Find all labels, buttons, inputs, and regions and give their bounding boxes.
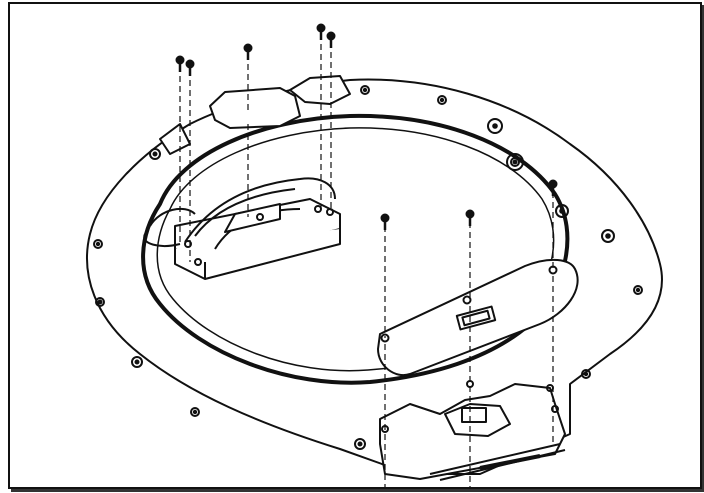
screw-icon (380, 213, 390, 230)
cover-plate (377, 258, 579, 377)
screw-icon (465, 209, 475, 226)
screw-group (175, 23, 558, 230)
mounting-ring (86, 75, 663, 475)
screw-icon (243, 43, 253, 60)
exploded-assembly-drawing (86, 23, 663, 487)
screw-icon (326, 31, 336, 48)
screw-icon (175, 55, 185, 72)
diagram-frame (8, 2, 702, 489)
assembly-guide-lines (179, 34, 554, 487)
screw-icon (316, 23, 326, 40)
screw-icon (185, 59, 195, 76)
screw-icon (548, 179, 558, 196)
cable-clamp-assembly (143, 177, 341, 280)
